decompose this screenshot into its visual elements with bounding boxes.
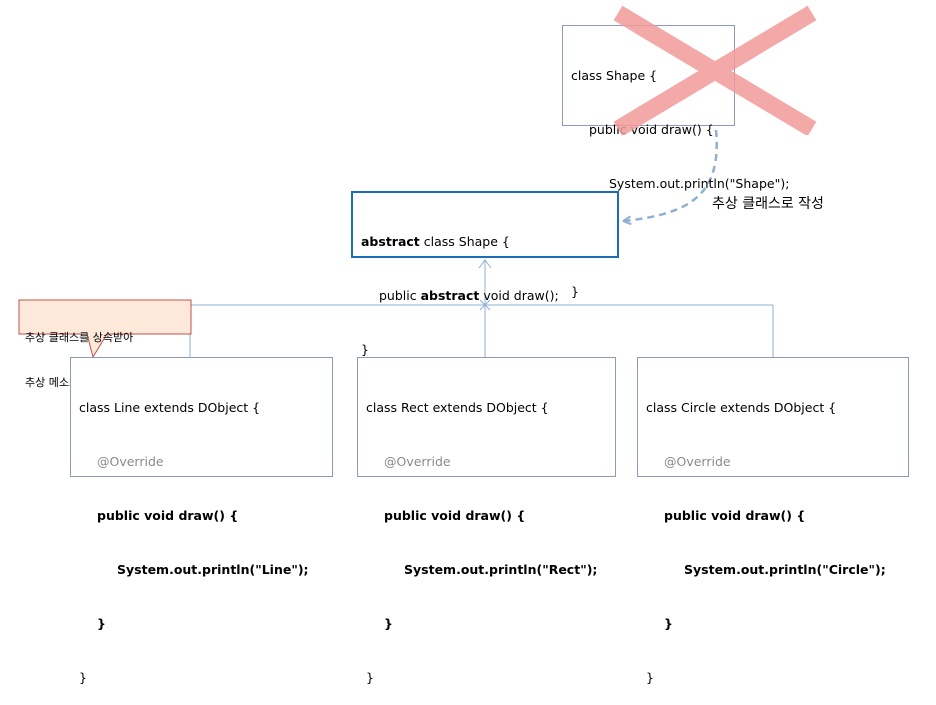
circle-class-box: class Circle extends DObject { @Override… (637, 357, 909, 685)
code-text: void draw(); (479, 288, 559, 303)
code-line: System.out.println("Line"); (117, 562, 309, 577)
code-line: } (646, 670, 654, 685)
code-line: public void draw() { (97, 508, 239, 523)
code-line: abstract class Shape { (361, 233, 609, 251)
override-annotation: @Override (664, 454, 731, 469)
rect-class-box: class Rect extends DObject { @Override p… (357, 357, 616, 685)
code-line: System.out.println("Circle"); (684, 562, 886, 577)
override-annotation: @Override (384, 454, 451, 469)
code-line: } (97, 616, 106, 631)
code-line: } (361, 342, 369, 357)
code-text: public (379, 288, 421, 303)
code-line: } (571, 284, 579, 299)
code-text: class Shape { (419, 234, 510, 249)
code-line: class Shape { (571, 68, 658, 83)
callout-balloon (18, 299, 192, 359)
code-line: System.out.println("Rect"); (404, 562, 598, 577)
inheritance-arrowhead (478, 259, 492, 269)
code-line: public void draw() { (384, 508, 526, 523)
code-line: } (366, 670, 374, 685)
code-line: } (664, 616, 673, 631)
code-line: System.out.println("Shape"); (609, 176, 790, 191)
line-class-box: class Line extends DObject { @Override p… (70, 357, 333, 685)
code-line: class Circle extends DObject { (646, 400, 837, 415)
cross-out-mark-icon (613, 5, 817, 135)
code-line: public void draw() { (664, 508, 806, 523)
code-line: public void draw() { (589, 122, 714, 137)
code-line: } (79, 670, 87, 685)
keyword-abstract: abstract (420, 288, 480, 303)
dashed-curved-arrow (622, 129, 718, 226)
code-line: class Line extends DObject { (79, 400, 261, 415)
override-annotation: @Override (97, 454, 164, 469)
code-line: class Rect extends DObject { (366, 400, 549, 415)
keyword-abstract: abstract (361, 234, 420, 249)
callout-line: 추상 클래스를 상속받아 (25, 331, 134, 344)
abstract-shape-class-box: abstract class Shape { public abstract v… (351, 191, 619, 357)
dashed-arrow-label: 추상 클래스로 작성 (712, 196, 824, 212)
code-line: } (384, 616, 393, 631)
code-line: public abstract void draw(); (361, 287, 609, 305)
